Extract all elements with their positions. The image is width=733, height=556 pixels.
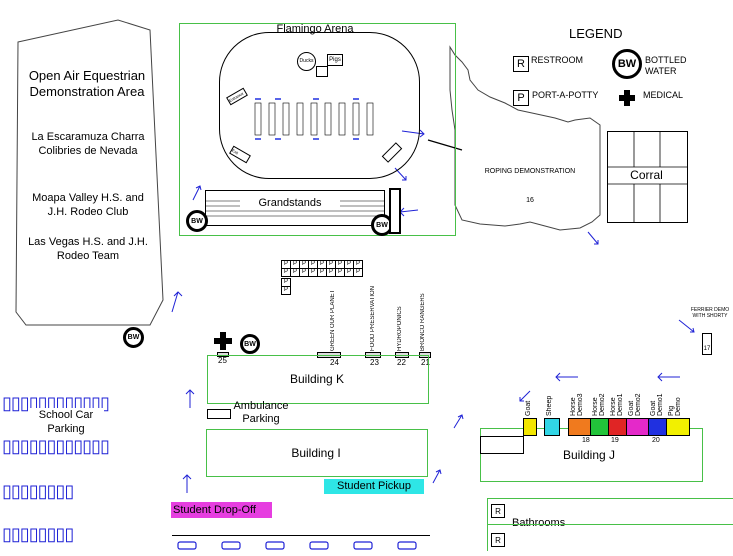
booth-label: Goat Demo2	[628, 393, 642, 416]
arena-small-trailer	[316, 66, 328, 77]
building-j-annex	[480, 436, 524, 454]
flamingo-arena	[179, 23, 456, 236]
building-k-label: Building K	[289, 372, 345, 386]
booth-label: Horse Demo2	[592, 393, 606, 416]
booth-label: Sheep	[546, 395, 553, 416]
booth-label: Horse Demo1	[610, 393, 624, 416]
bottled-water-k: BW	[240, 334, 260, 354]
station-23-label: FOOD PRESERVATION	[370, 285, 376, 351]
bottom-parking	[172, 535, 430, 551]
medical-number: 25	[218, 356, 227, 365]
port-a-potty: P	[353, 268, 363, 277]
grandstands-label: Grandstands	[240, 197, 340, 209]
booth-goat	[523, 418, 537, 436]
arena-ring	[219, 32, 420, 179]
roping-label: ROPING DEMONSTRATION	[484, 168, 576, 175]
legend-medical-icon	[619, 90, 635, 106]
station-22-label: HYDROPONICS	[397, 306, 403, 351]
bathroom-icon-2: R	[491, 533, 505, 547]
school-parking-label: School Car Parking	[28, 408, 104, 436]
student-pickup: Student Pickup	[324, 479, 424, 494]
building-i	[206, 429, 428, 477]
booth-pig-demo	[666, 418, 690, 436]
left-area-group-3: Las Vegas H.S. and J.H. Rodeo Team	[28, 236, 148, 262]
arena-exit-gate	[389, 188, 401, 234]
pigs-pen: Pigs	[327, 54, 343, 66]
bathroom-icon-1: R	[491, 504, 505, 518]
ferrier-label: FERRIER DEMO WITH SHORTY	[690, 307, 730, 319]
booth-horse-demo3	[568, 418, 592, 436]
left-area-group-1: La Escaramuza Charra Colibries de Nevada	[31, 131, 145, 157]
parking-row-3: ▯▯▯▯▯▯▯▯	[2, 481, 74, 501]
bottled-water-arena-left: BW	[186, 210, 208, 232]
station-22-number: 22	[397, 358, 406, 367]
port-a-potty: P	[281, 286, 291, 295]
booth-horse-demo1	[608, 418, 628, 436]
building-k	[207, 355, 429, 404]
station-24-label: GREEN OUR PLANET	[330, 289, 336, 351]
booth-label: Goat	[525, 400, 532, 416]
bathrooms-divider	[487, 524, 733, 525]
booth-label: Pig Demo	[668, 397, 682, 416]
parking-row-1: ▯▯▯▯▯▯▯▯▯▯▯▯	[2, 393, 110, 413]
student-dropoff: Student Drop-Off	[171, 502, 272, 518]
medical-icon	[214, 332, 232, 350]
legend-bottled-water-label: BOTTLED WATER	[645, 55, 687, 76]
legend-port-a-potty-label: PORT-A-POTTY	[532, 90, 599, 100]
medical-stand	[217, 352, 229, 357]
booth-number-19: 19	[611, 437, 619, 444]
grandstands	[205, 190, 385, 226]
legend-port-a-potty-icon: P	[513, 90, 529, 106]
legend-restroom-icon: R	[513, 56, 529, 72]
building-j-label: Building J	[563, 448, 616, 462]
arena-inner	[253, 97, 383, 141]
booth-label: Horse Demo3	[570, 393, 584, 416]
legend-bottled-water-icon: BW	[612, 49, 642, 79]
station-23-number: 23	[370, 358, 379, 367]
ambulance-label: Ambulance Parking	[233, 400, 289, 425]
booth-label: Goat Demo1	[650, 393, 664, 416]
corral	[607, 131, 688, 223]
legend-medical-label: MEDICAL	[643, 90, 684, 100]
ambulance-box	[207, 409, 231, 419]
bathrooms-label: Bathrooms	[512, 517, 566, 529]
booth-goat-demo1	[648, 418, 668, 436]
booth-number-18: 18	[582, 437, 590, 444]
station-21-label: BRONCO RANGERS	[420, 293, 426, 351]
booth-goat-demo2	[626, 418, 650, 436]
legend-restroom-label: RESTROOM	[531, 55, 584, 65]
left-area-title: Open Air Equestrian Demonstration Area	[28, 68, 146, 99]
corral-label: Corral	[630, 168, 663, 182]
roping-number: 16	[526, 197, 534, 204]
building-i-label: Building I	[291, 446, 341, 460]
booth-number-20: 20	[652, 437, 660, 444]
bottled-water-left: BW	[123, 327, 144, 348]
booth-horse-demo2	[590, 418, 610, 436]
parking-row-4: ▯▯▯▯▯▯▯▯	[2, 524, 74, 544]
station-21-number: 21	[421, 358, 430, 367]
left-area-group-2: Moapa Valley H.S. and J.H. Rodeo Club	[32, 192, 144, 218]
ferrier-booth: 17	[702, 333, 712, 355]
parking-row-2: ▯▯▯▯▯▯▯▯▯▯▯▯	[2, 436, 110, 456]
booth-sheep	[544, 418, 560, 436]
legend-title: LEGEND	[569, 26, 623, 41]
ducks-pen: Ducks	[297, 52, 316, 71]
station-24-number: 24	[330, 358, 339, 367]
